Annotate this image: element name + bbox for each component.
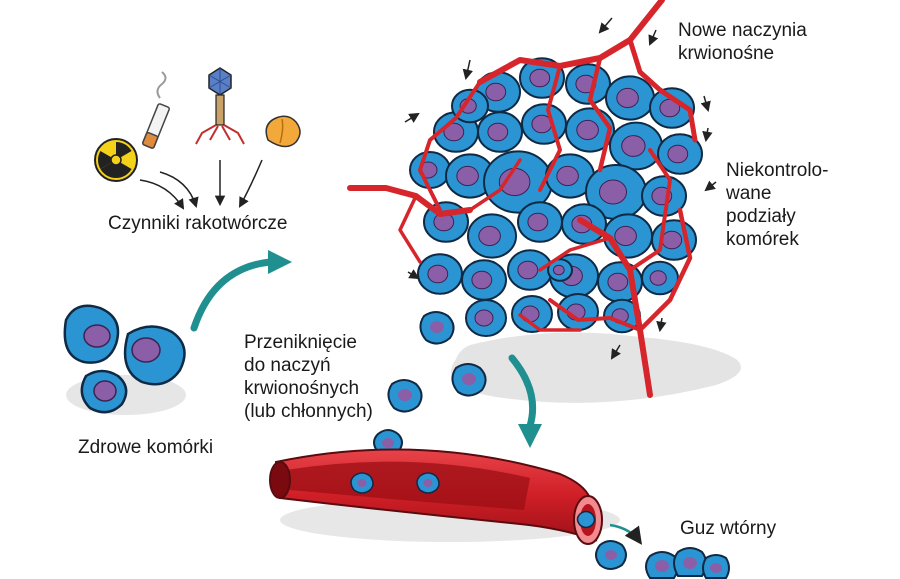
- carcinogens-label: Czynniki rakotwórcze: [108, 213, 288, 234]
- tumor-cell-nucleus: [443, 122, 465, 142]
- tumor-cell-nucleus: [556, 165, 579, 187]
- tumor-shadow: [451, 332, 741, 403]
- progression-arrow: [190, 250, 292, 332]
- tumor-cell-nucleus: [621, 135, 646, 157]
- tumor-cell-nucleus: [485, 82, 507, 102]
- tumor-cell-nucleus: [474, 309, 494, 327]
- tumor-cell-nucleus: [607, 272, 629, 292]
- tumor-cell-nucleus: [529, 68, 551, 88]
- virus-icon: [195, 67, 245, 145]
- penetration-label-line4: (lub chłonnych): [244, 401, 373, 422]
- food-icon: [265, 115, 301, 148]
- tumor-cell-nucleus: [487, 122, 509, 142]
- healthy-cells-label: Zdrowe komórki: [78, 437, 214, 458]
- tumor-cell-nucleus: [661, 230, 683, 250]
- tumor-cell-nucleus: [576, 119, 599, 141]
- secondary-tumor-label: Guz wtórny: [680, 518, 777, 539]
- new-vessels-label-line2: krwionośne: [678, 43, 775, 64]
- tumor-cell-nucleus: [517, 260, 539, 280]
- uncontrolled-division-label-line1: Niekontrolo-: [726, 160, 829, 181]
- tumor-cell-nucleus: [649, 270, 667, 286]
- tumor-cell-nucleus: [456, 165, 479, 187]
- tumor-cells: [409, 57, 703, 337]
- tumor-cell-nucleus: [667, 144, 689, 164]
- uncontrolled-division-label-line2: wane: [726, 183, 772, 204]
- tumor-cell-nucleus: [478, 225, 501, 247]
- cigarette-icon: [142, 71, 170, 149]
- penetration-label-line1: Przeniknięcie: [244, 332, 357, 353]
- penetration-label-line3: krwionośnych: [244, 378, 360, 399]
- healthy-cells: [63, 304, 186, 415]
- tumor-cell-nucleus: [614, 225, 637, 247]
- escaping-cells: [373, 311, 487, 457]
- new-vessels-label-line1: Nowe naczynia: [678, 20, 807, 41]
- secondary-tumor: [595, 540, 730, 579]
- blood-vessel: [269, 448, 620, 545]
- invasion-arrow: [508, 354, 542, 448]
- penetration-label-line2: do naczyń: [244, 355, 331, 376]
- tumor-cell-nucleus: [552, 264, 565, 276]
- tumor-cell-nucleus: [527, 212, 549, 232]
- secondary-tumor-arrow: [609, 523, 643, 545]
- growth-arrows: [404, 17, 717, 360]
- tumor-cell-nucleus: [427, 264, 449, 284]
- tumor-cell-nucleus: [616, 87, 639, 109]
- tumor-cell-nucleus: [599, 179, 627, 205]
- uncontrolled-division-label-line3: podziały: [726, 206, 796, 227]
- radiation-icon: [94, 138, 138, 182]
- carcinogen-arrows: [139, 159, 263, 210]
- uncontrolled-division-label-line4: komórek: [726, 229, 799, 250]
- new-blood-vessels: [347, 0, 698, 398]
- tumor-cell-nucleus: [471, 270, 493, 290]
